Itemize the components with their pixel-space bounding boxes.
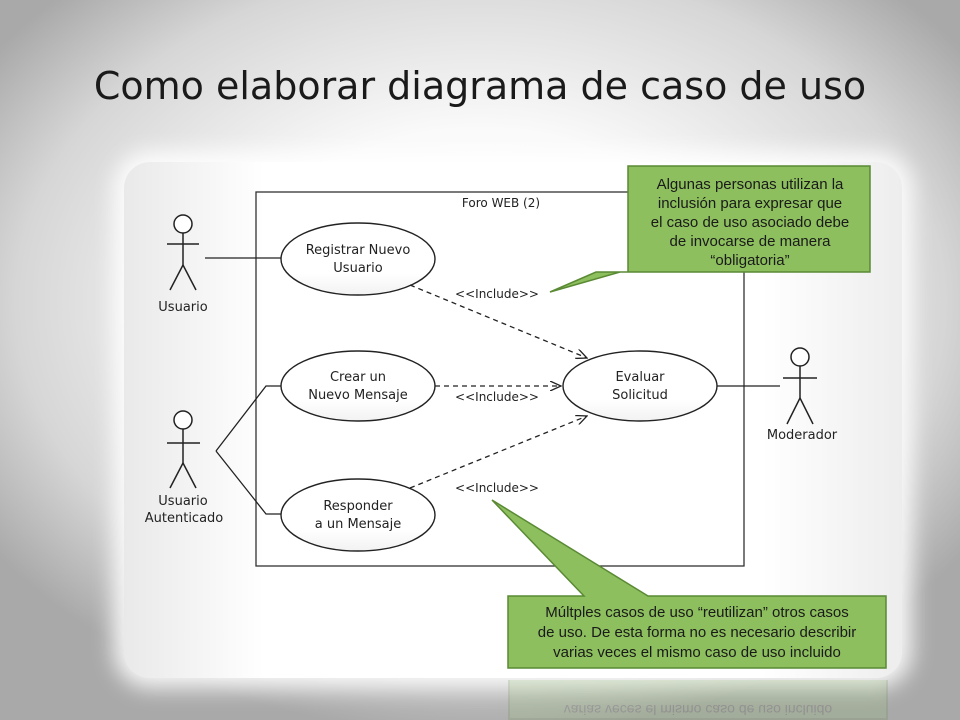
system-boundary-label: Foro WEB (2) — [462, 196, 540, 210]
include-label-registrar: <<Include>> — [455, 287, 539, 301]
actor-usuario-label: Usuario — [158, 300, 207, 315]
callout-reflection-text: varias veces el mismo caso de uso inclui… — [563, 702, 833, 718]
actor-moderador — [783, 347, 817, 425]
callout-top-line5: “obligatoria” — [710, 252, 789, 269]
include-arrow-registrar — [409, 284, 587, 358]
actor-usuario — [167, 214, 199, 291]
callout-top: Algunas personas utilizan la inclusión p… — [549, 165, 871, 293]
slide-title: Como elaborar diagrama de caso de uso — [93, 64, 867, 108]
callout-top-line1: Algunas personas utilizan la — [657, 176, 844, 193]
use-case-registrar-line2: Usuario — [333, 261, 382, 276]
callout-bottom-line3: varias veces el mismo caso de uso inclui… — [553, 644, 841, 661]
system-boundary — [255, 191, 745, 567]
use-case-responder: Responder a un Mensaje — [280, 478, 436, 552]
use-case-evaluar: Evaluar Solicitud — [562, 350, 718, 422]
use-case-responder-line2: a un Mensaje — [315, 517, 402, 532]
callout-top-line2: inclusión para expresar que — [658, 195, 842, 212]
callout-reflection: varias veces el mismo caso de uso inclui… — [500, 680, 890, 720]
include-arrow-responder — [409, 416, 587, 489]
actor-usuario-autenticado-label-2: Autenticado — [145, 511, 224, 526]
callout-bottom-line2: de uso. De esta forma no es necesario de… — [538, 624, 857, 641]
actor-moderador-label: Moderador — [767, 428, 838, 443]
actor-usuario-autenticado-label-1: Usuario — [158, 494, 207, 509]
use-case-crear-line2: Nuevo Mensaje — [308, 388, 408, 403]
use-case-registrar: Registrar Nuevo Usuario — [280, 222, 436, 296]
callout-bottom-line1: Múltples casos de uso “reutilizan” otros… — [545, 604, 848, 621]
callout-top-line4: de invocarse de manera — [670, 233, 832, 250]
callout-top-line3: el caso de uso asociado debe — [651, 214, 849, 231]
use-case-evaluar-line2: Solicitud — [612, 388, 668, 403]
use-case-responder-line1: Responder — [323, 499, 393, 514]
use-case-crear-line1: Crear un — [330, 370, 386, 385]
callout-bottom: Múltples casos de uso “reutilizan” otros… — [491, 499, 887, 669]
callout-reflection-box: varias veces el mismo caso de uso inclui… — [508, 680, 888, 720]
use-case-evaluar-line1: Evaluar — [615, 370, 665, 385]
actor-usuario-autenticado — [167, 410, 200, 489]
include-label-crear: <<Include>> — [455, 390, 539, 404]
use-case-registrar-line1: Registrar Nuevo — [306, 243, 411, 258]
association-lines — [205, 257, 780, 515]
use-case-crear: Crear un Nuevo Mensaje — [280, 350, 436, 422]
include-arrows — [409, 284, 587, 489]
include-label-responder: <<Include>> — [455, 481, 539, 495]
